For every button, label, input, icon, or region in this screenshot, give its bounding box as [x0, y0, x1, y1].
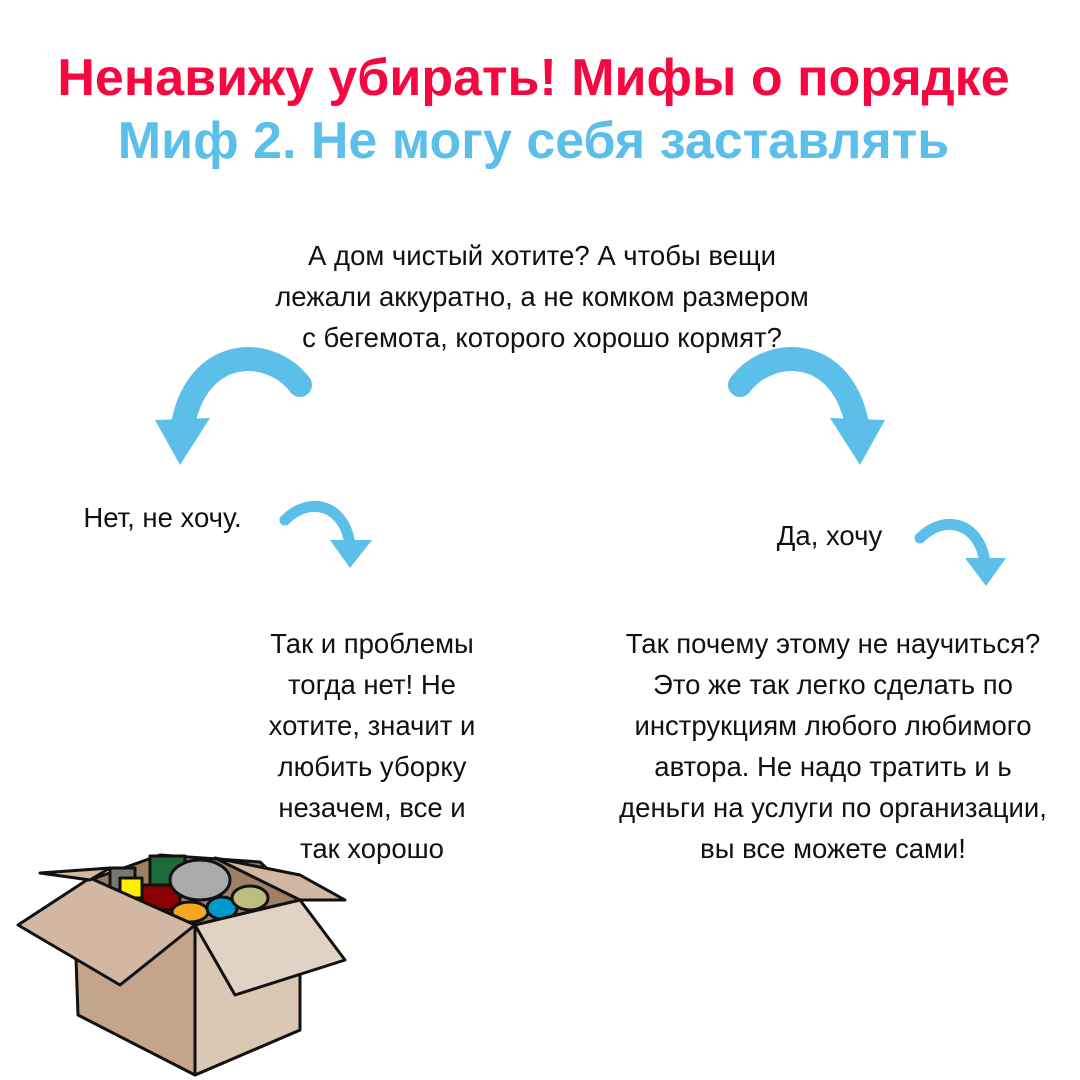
right-branch-text: Так почему этому не научиться? Это же та…: [583, 623, 1080, 869]
left-line: Так и проблемы: [270, 628, 474, 659]
right-line: автора. Не надо тратить и ь: [654, 751, 1012, 782]
right-line: Это же так легко сделать по: [653, 669, 1013, 700]
left-line: незачем, все и: [278, 792, 466, 823]
left-line: так хорошо: [300, 833, 444, 864]
question-line: лежали аккуратно, а не комком размером: [275, 281, 809, 312]
question-text: А дом чистый хотите? А чтобы вещи лежали…: [242, 235, 842, 358]
question-line: с бегемота, которого хорошо кормят?: [302, 322, 782, 353]
right-line: инструкциям любого любимого: [634, 710, 1032, 741]
question-line: А дом чистый хотите? А чтобы вещи: [308, 240, 776, 271]
page-subtitle: Миф 2. Не могу себя заставлять: [117, 112, 950, 170]
curved-arrow-icon: [728, 347, 870, 442]
answer-no: Нет, не хочу.: [83, 502, 242, 533]
curved-arrow-icon: [279, 500, 356, 551]
right-line: Так почему этому не научиться?: [625, 628, 1041, 659]
curved-arrow-icon: [170, 347, 312, 442]
left-branch-text: Так и проблемы тогда нет! Не хотите, зна…: [222, 623, 522, 869]
cardboard-box-icon: [16, 853, 347, 1077]
left-line: хотите, значит и: [268, 710, 476, 741]
right-line: вы все можете сами!: [700, 833, 966, 864]
left-line: любить уборку: [277, 751, 467, 782]
answer-yes: Да, хочу: [776, 520, 883, 551]
page-title: Ненавижу убирать! Мифы о порядке: [57, 49, 1010, 107]
left-line: тогда нет! Не: [288, 669, 456, 700]
curved-arrow-icon: [914, 518, 991, 569]
right-line: деньги на услуги по организации,: [619, 792, 1047, 823]
